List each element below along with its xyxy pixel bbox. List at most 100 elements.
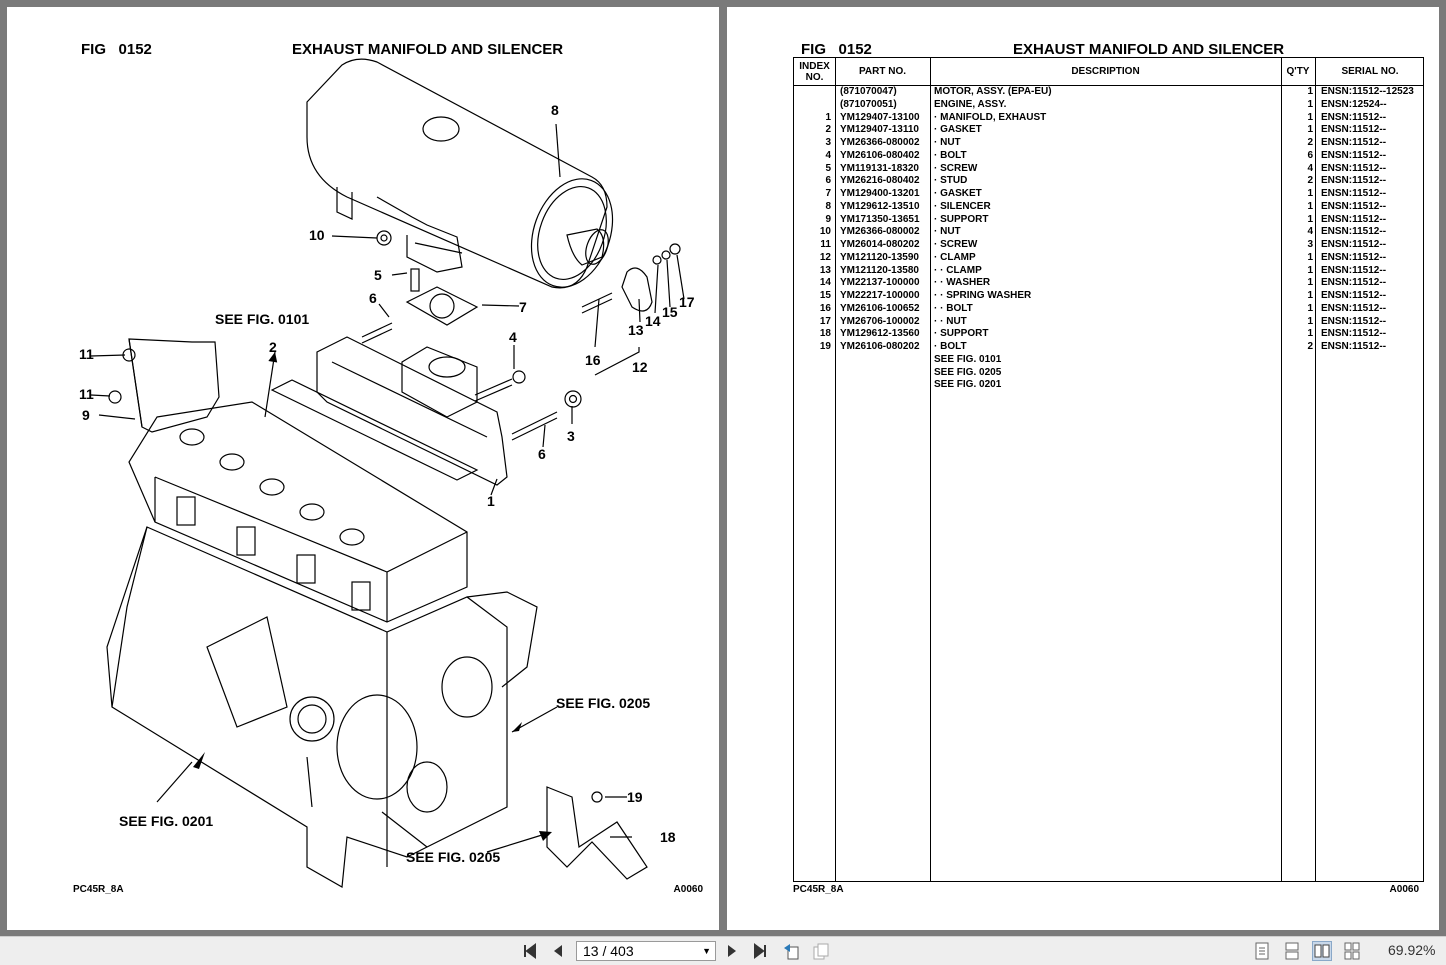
qty-cell: 1 [1307,86,1313,97]
header-index: INDEX NO. [799,60,830,83]
description-cell: · · NUT [934,315,967,327]
next-view-icon[interactable] [811,941,831,961]
description-cell: · SCREW [934,162,978,174]
gasket-2-drawing [270,379,479,481]
last-page-icon[interactable] [750,941,770,961]
qty-cell: 1 [1307,328,1313,340]
serial-no-cell: ENSN:11512-- [1321,162,1387,174]
header-qty: Q'TY [1286,66,1310,77]
page-footer-left: PC45R_8A [793,884,844,895]
single-page-icon[interactable] [1252,941,1272,961]
table-row: SEE FIG. 0201 [794,379,1423,392]
qty-cell: 1 [1307,200,1313,212]
part-no-cell: YM121120-13580 [840,264,919,276]
description-cell: ENGINE, ASSY. [934,98,1007,110]
index-cell: 10 [819,226,831,238]
support-9-drawing [128,338,220,433]
parts-list-page: FIG 0152 EXHAUST MANIFOLD AND SILENCER I… [727,7,1439,930]
part-no-cell: YM121120-13590 [840,251,919,263]
callout-12: 12 [632,359,648,375]
serial-no-cell: ENSN:11512-- [1321,175,1387,187]
serial-no-cell: ENSN:12524-- [1321,98,1387,110]
callout-7: 7 [519,299,527,315]
first-page-icon[interactable] [520,941,540,961]
callout-4: 4 [509,329,517,345]
index-cell: 12 [819,251,831,263]
serial-no-cell: ENSN:11512-- [1321,341,1387,352]
page-number-select[interactable]: 13 / 403 ▼ [576,941,716,961]
index-cell: 19 [819,341,831,352]
index-cell: 13 [819,264,831,276]
qty-cell: 1 [1307,213,1313,225]
cylinder-head-drawing [128,401,468,623]
index-cell: 11 [820,239,831,250]
callout-16: 16 [585,352,601,368]
part-no-cell: YM22137-100000 [840,277,920,289]
description-cell: SEE FIG. 0101 [934,353,1002,365]
prev-page-icon[interactable] [548,941,568,961]
qty-cell: 1 [1307,277,1313,289]
description-cell: · STUD [934,175,968,187]
description-cell: · SCREW [934,239,978,250]
part-no-cell: YM129612-13560 [840,328,920,340]
part-no-cell: YM129407-13110 [840,124,919,136]
description-cell: SEE FIG. 0205 [934,366,1002,378]
clamp-drawing [621,267,653,312]
serial-no-cell: ENSN:11512-- [1321,137,1387,148]
serial-no-cell: ENSN:11512-- [1321,200,1387,212]
description-cell: SEE FIG. 0201 [934,379,1002,391]
index-cell: 8 [825,200,831,212]
description-cell: MOTOR, ASSY. (EPA-EU) [934,86,1052,97]
qty-cell: 1 [1307,315,1313,327]
part-no-cell: YM171350-13651 [840,213,920,225]
qty-cell: 6 [1307,149,1313,161]
qty-cell: 2 [1307,341,1313,352]
header-serial-no: SERIAL NO. [1341,66,1399,77]
diagram-page: FIG 0152 EXHAUST MANIFOLD AND SILENCER [7,7,719,930]
chevron-down-icon: ▼ [702,946,711,956]
previous-view-icon[interactable] [781,941,801,961]
see-fig-0205-label-b: SEE FIG. 0205 [406,849,500,865]
facing-icon[interactable] [1312,941,1332,961]
qty-cell: 1 [1307,111,1313,123]
index-cell: 18 [819,328,831,340]
description-cell: · NUT [934,137,961,148]
qty-cell: 4 [1307,226,1313,238]
continuous-facing-icon[interactable] [1342,941,1362,961]
qty-cell: 1 [1307,302,1313,314]
zoom-level[interactable]: 69.92% [1388,942,1436,958]
engine-block-drawing [106,526,538,888]
part-no-cell: YM26106-100652 [840,302,920,314]
serial-no-cell: ENSN:11512-- [1321,277,1387,289]
continuous-icon[interactable] [1282,941,1302,961]
callout-2: 2 [269,339,277,355]
serial-no-cell: ENSN:11512-- [1321,188,1387,199]
qty-cell: 1 [1307,98,1313,110]
description-cell: · CLAMP [934,251,976,263]
header-part-no: PART NO. [858,66,907,77]
part-no-cell: YM26366-080002 [840,226,920,238]
callout-11b: 11 [79,386,94,402]
index-cell: 16 [819,302,831,314]
part-no-cell: YM26216-080402 [840,175,920,187]
callout-6a: 6 [369,290,377,306]
description-cell: · BOLT [934,149,967,161]
serial-no-cell: ENSN:11512-- [1321,226,1387,238]
qty-cell: 2 [1307,175,1313,187]
callout-19: 19 [627,789,643,805]
next-page-icon[interactable] [722,941,742,961]
gasket-7-drawing [405,286,479,326]
qty-cell: 3 [1307,239,1313,250]
part-no-cell: YM26106-080202 [840,341,920,352]
callout-3: 3 [567,428,575,444]
